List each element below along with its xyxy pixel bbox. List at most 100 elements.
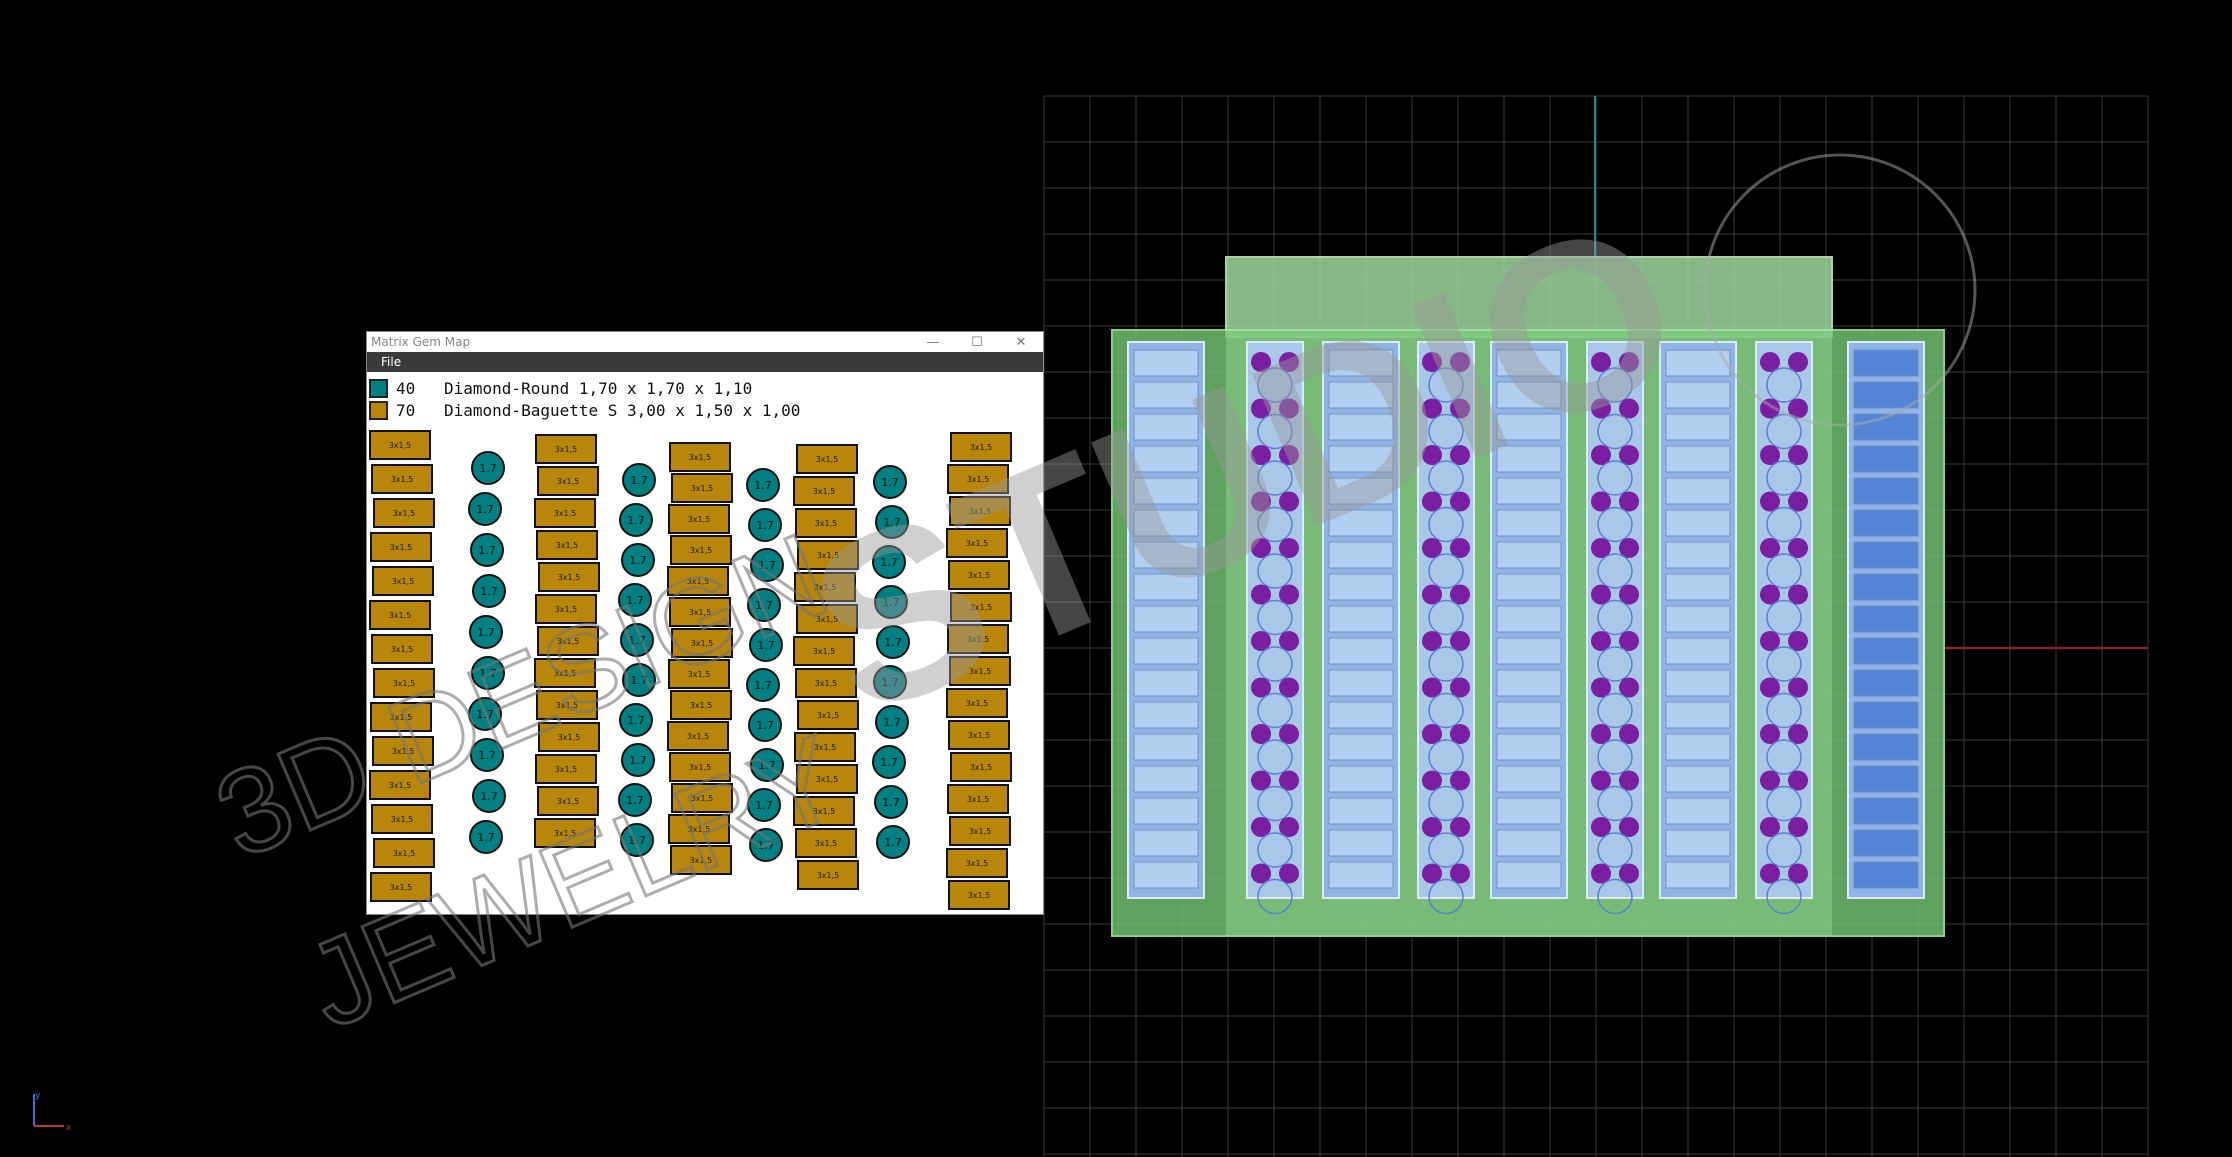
baguette-gem-label: 3x1,5 — [391, 645, 414, 654]
baguette-gem-label: 3x1,5 — [393, 679, 416, 688]
baguette-gem-label: 3x1,5 — [813, 647, 836, 656]
round-gem-3d — [1760, 491, 1780, 512]
round-gem-3d — [1450, 584, 1470, 605]
baguette-gem — [668, 814, 730, 844]
baguette-gem-3d — [1496, 829, 1562, 857]
round-gem — [471, 451, 505, 485]
baguette-gem-label: 3x1,5 — [554, 669, 577, 678]
round-gem-label: 1.7 — [756, 519, 774, 532]
baguette-gem-label: 3x1,5 — [389, 441, 412, 450]
baguette-gem-label: 3x1,5 — [691, 484, 714, 493]
baguette-gem — [534, 818, 596, 848]
round-gem-3d — [1760, 445, 1780, 465]
round-gem-label: 1.7 — [884, 836, 902, 849]
baguette-gem-3d — [1853, 861, 1919, 889]
baguette-gem-label: 3x1,5 — [817, 551, 840, 560]
window-titlebar[interactable]: Matrix Gem Map — ☐ ✕ — [367, 332, 1043, 352]
baguette-gem-label: 3x1,5 — [815, 679, 838, 688]
baguette-gem-3d — [1133, 765, 1199, 793]
round-gem-outline — [1257, 506, 1293, 543]
round-gem-3d — [1422, 817, 1442, 837]
baguette-gem-3d — [1853, 605, 1919, 633]
legend-row-baguette: 70 Diamond-Baguette S 3,00 x 1,50 x 1,00 — [369, 400, 800, 420]
round-gem-3d — [1591, 631, 1611, 651]
baguette-gem-label: 3x1,5 — [389, 781, 412, 790]
round-gem — [622, 463, 656, 497]
maximize-icon[interactable]: ☐ — [971, 334, 983, 350]
gem-map-canvas[interactable]: 3x1,5 3x1,5 3x1,5 3x1,5 3x1,5 3x1,5 3x1,5 3x1,5… — [367, 332, 1043, 914]
gem-map-window[interactable]: Matrix Gem Map — ☐ ✕ File 40 Diamond-Rou… — [367, 332, 1043, 914]
baguette-gem-label: 3x1,5 — [813, 807, 836, 816]
round-gem-3d — [1279, 398, 1299, 419]
baguette-gem-3d — [1853, 829, 1919, 857]
round-gem-label: 1.7 — [626, 794, 644, 807]
close-icon[interactable]: ✕ — [1015, 334, 1027, 350]
round-gem-label: 1.7 — [883, 716, 901, 729]
baguette-gem — [796, 604, 858, 634]
round-gem-outline — [1597, 878, 1633, 915]
baguette-gem-label: 3x1,5 — [391, 475, 414, 484]
baguette-gem-3d — [1133, 605, 1199, 633]
baguette-gem-label: 3x1,5 — [389, 611, 412, 620]
round-gem-outline — [1597, 599, 1633, 636]
round-gem-3d — [1251, 352, 1271, 372]
round-gem-3d — [1619, 491, 1639, 512]
round-gem — [470, 533, 504, 567]
baguette-gem-3d — [1665, 381, 1731, 409]
round-gem-outline — [1766, 460, 1802, 496]
baguette-gem-3d — [1496, 381, 1562, 409]
baguette-gem-3d — [1853, 765, 1919, 793]
baguette-gem — [538, 722, 600, 752]
baguette-gem-3d — [1133, 701, 1199, 729]
baguette-gem-3d — [1328, 509, 1394, 537]
round-gem-outline — [1428, 646, 1464, 682]
round-gem-outline — [1766, 739, 1802, 775]
round-gem-3d — [1788, 817, 1808, 837]
legend-count: 40 — [396, 378, 416, 398]
baguette-gem-3d — [1665, 573, 1731, 601]
baguette-gem-3d — [1496, 413, 1562, 441]
round-gem-label: 1.7 — [476, 708, 494, 721]
baguette-gem — [373, 838, 435, 868]
round-gem — [874, 785, 908, 819]
round-gem — [622, 663, 656, 697]
round-gem — [469, 615, 503, 649]
round-gem-3d — [1760, 770, 1780, 791]
baguette-gem-3d — [1328, 765, 1394, 793]
round-gem-label: 1.7 — [628, 834, 646, 847]
baguette-gem-label: 3x1,5 — [816, 455, 839, 464]
baguette-gem-3d — [1328, 349, 1394, 377]
menu-file[interactable]: File — [381, 355, 402, 369]
baguette-gem-3d — [1133, 797, 1199, 825]
baguette-gem-3d — [1665, 541, 1731, 569]
legend-description: Diamond-Round 1,70 x 1,70 x 1,10 — [444, 378, 753, 398]
baguette-gem — [371, 804, 433, 834]
round-gem-3d — [1760, 677, 1780, 698]
minimize-icon[interactable]: — — [926, 334, 940, 350]
round-gem-label: 1.7 — [882, 596, 900, 609]
round-gem-3d — [1760, 538, 1780, 558]
baguette-gem-3d — [1133, 669, 1199, 697]
round-gem-3d — [1450, 677, 1470, 698]
round-gem-outline — [1257, 832, 1293, 868]
round-gem-3d — [1450, 445, 1470, 465]
round-gem — [620, 623, 654, 657]
round-gem-outline — [1428, 832, 1464, 868]
round-gem — [618, 783, 652, 817]
round-gem-outline — [1766, 413, 1802, 450]
baguette-gem-3d — [1496, 477, 1562, 505]
round-gem-3d — [1760, 631, 1780, 651]
round-gem-3d — [1760, 352, 1780, 372]
baguette-gem — [535, 434, 597, 464]
baguette-gem — [534, 498, 596, 528]
baguette-gem-3d — [1496, 733, 1562, 761]
baguette-gem — [534, 658, 596, 688]
baguette-gem-3d — [1133, 477, 1199, 505]
round-gem — [468, 492, 502, 526]
round-gem-outline — [1428, 553, 1464, 589]
round-gem-3d — [1450, 631, 1470, 651]
baguette-gem — [946, 848, 1008, 878]
baguette-gem-3d — [1853, 509, 1919, 537]
round-gem-3d — [1788, 584, 1808, 605]
